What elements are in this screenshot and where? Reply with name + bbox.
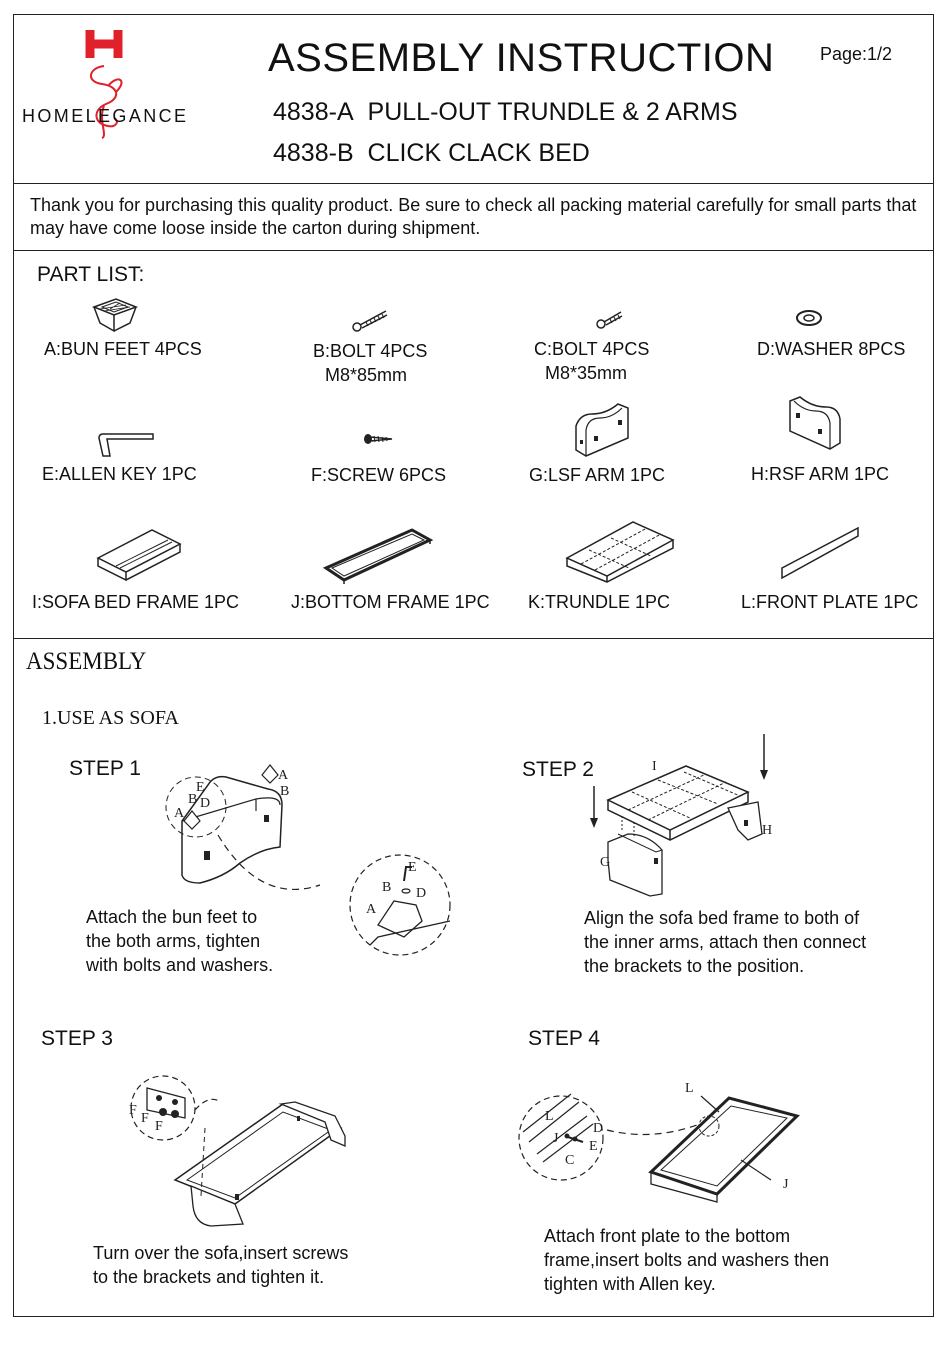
diagram-callout: D (200, 796, 210, 811)
step1-diagram: E B D A A B E B D A (165, 764, 451, 956)
part-label: H:RSF ARM 1PC (751, 464, 890, 484)
diagram-callout: B (280, 784, 289, 799)
long-bolt-icon (352, 310, 388, 332)
screw-icon (364, 434, 393, 444)
step-caption: Turn over the sofa,insert screws to the … (93, 1243, 349, 1287)
step-title: STEP 3 (41, 1027, 113, 1050)
page-title: ASSEMBLY INSTRUCTION (268, 36, 775, 80)
part-label: J:BOTTOM FRAME 1PC (291, 592, 490, 612)
assembly-subheading: 1.USE AS SOFA (42, 707, 179, 729)
intro-text: Thank you for purchasing this quality pr… (30, 195, 917, 238)
step-caption: Attach the bun feet to the both arms, ti… (86, 907, 274, 975)
part-label: B:BOLT 4PCS (313, 341, 428, 361)
part-label: E:ALLEN KEY 1PC (42, 464, 197, 484)
brand-name: HOMELEGANCE (22, 106, 189, 126)
model-code: 4838-A (273, 98, 354, 126)
diagram-callout: J (783, 1177, 789, 1192)
diagram-callout: E (589, 1139, 598, 1154)
diagram-callout: A (366, 902, 377, 917)
diagram-callout: B (382, 880, 391, 895)
diagram-callout: E (196, 780, 205, 795)
diagram-callout: A (278, 768, 289, 783)
part-label: A:BUN FEET 4PCS (44, 339, 202, 359)
step-caption: Align the sofa bed frame to both of the … (584, 908, 867, 976)
model-code: 4838-B (273, 139, 354, 167)
step-title: STEP 4 (528, 1027, 600, 1050)
part-label: I:SOFA BED FRAME 1PC (32, 592, 240, 612)
model-name: PULL-OUT TRUNDLE & 2 ARMS (367, 98, 738, 126)
model-line-a: 4838-A PULL-OUT TRUNDLE & 2 ARMS (273, 98, 738, 127)
model-name: CLICK CLACK BED (367, 139, 590, 167)
bun-feet-icon (91, 298, 139, 333)
page-border (13, 14, 934, 1317)
part-spec: M8*35mm (545, 363, 628, 383)
part-label: G:LSF ARM 1PC (529, 465, 666, 485)
part-label: D:WASHER 8PCS (757, 339, 906, 359)
part-label: K:TRUNDLE 1PC (528, 592, 671, 612)
diagram-callout: C (565, 1153, 574, 1168)
washer-icon (796, 310, 822, 326)
diagram-callout: D (593, 1121, 603, 1136)
part-label: F:SCREW 6PCS (311, 465, 447, 485)
divider (13, 183, 934, 184)
diagram-callout: G (600, 855, 610, 870)
divider (13, 638, 934, 639)
short-bolt-icon (596, 311, 623, 329)
allen-key-icon (98, 433, 154, 457)
diagram-callout: J (553, 1131, 559, 1146)
part-label: L:FRONT PLATE 1PC (741, 592, 919, 612)
divider (13, 250, 934, 251)
diagram-callout: F (129, 1103, 137, 1118)
part-spec: M8*85mm (325, 365, 408, 385)
step3-diagram: F F F (129, 1075, 346, 1227)
step2-diagram: I G H (590, 734, 772, 897)
step-title: STEP 1 (69, 757, 141, 780)
model-line-b: 4838-B CLICK CLACK BED (273, 139, 590, 168)
left-arm-icon (575, 403, 629, 457)
diagram-callout: H (762, 823, 772, 838)
diagram-callout: I (652, 759, 657, 774)
diagram-callout: D (416, 886, 426, 901)
diagram-callout: B (188, 792, 197, 807)
diagram-callout: L (545, 1109, 554, 1124)
diagram-callout: L (685, 1081, 694, 1096)
right-arm-icon (789, 396, 841, 450)
front-plate-icon (781, 526, 859, 580)
diagram-callout: A (174, 806, 185, 821)
diagram-callout: F (155, 1119, 163, 1134)
step4-diagram: L J L J D E C (518, 1081, 800, 1203)
assembly-heading: ASSEMBLY (26, 648, 147, 675)
brand-logo (85, 30, 123, 139)
trundle-icon (565, 521, 675, 583)
part-label: C:BOLT 4PCS (534, 339, 650, 359)
page-number: Page:1/2 (820, 44, 893, 64)
sofa-bed-frame-icon (96, 529, 182, 582)
diagram-callout: E (408, 860, 417, 875)
part-list-heading: PART LIST: (37, 263, 145, 286)
diagram-callout: F (141, 1111, 149, 1126)
step-caption: Attach front plate to the bottom frame,i… (544, 1226, 830, 1294)
step-title: STEP 2 (522, 758, 594, 781)
bottom-frame-icon (322, 528, 434, 584)
